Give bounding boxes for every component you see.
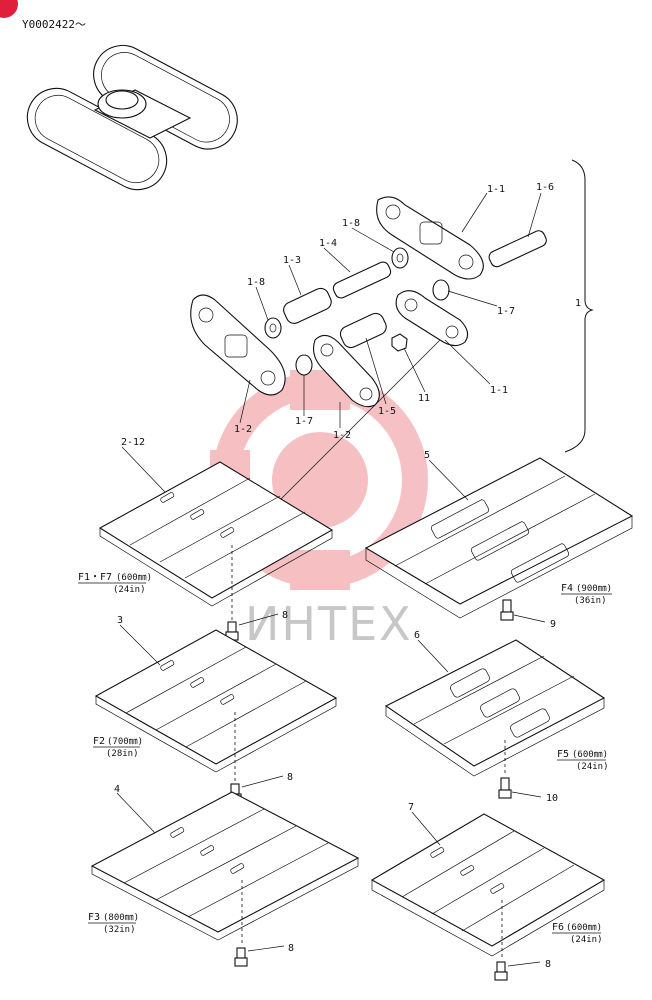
callout-1-2-mid: 1-2 — [333, 430, 351, 441]
callout-8-a: 8 — [282, 610, 288, 621]
shoe-f4-inch: (36in) — [574, 596, 607, 606]
callout-1-1-bottom: 1-1 — [490, 385, 508, 396]
watermark-text: ИНТЕХ — [245, 597, 413, 651]
callout-11: 11 — [418, 393, 430, 404]
callout-1-3: 1-3 — [283, 255, 301, 266]
callout-4: 4 — [114, 784, 120, 795]
shoe-f2-mm: (700㎜) — [107, 737, 143, 747]
track-shoe-f6 — [370, 813, 606, 957]
callout-1: 1 — [575, 298, 581, 309]
shoe-f1-code: F1・F7 — [78, 572, 112, 583]
callout-5: 5 — [424, 450, 430, 461]
callout-1-8-top: 1-8 — [342, 218, 360, 229]
shoe-f6-inch: (24in) — [570, 935, 603, 945]
callout-10: 10 — [546, 793, 558, 804]
callout-1-7-right: 1-7 — [497, 306, 515, 317]
undercarriage-overview — [26, 44, 238, 191]
serial-number: Y0002422～ — [22, 18, 86, 31]
track-shoe-f5 — [384, 639, 606, 777]
track-shoe-f1 — [98, 461, 334, 607]
shoe-f4-code: F4 — [561, 583, 573, 594]
callout-1-2-left: 1-2 — [234, 424, 252, 435]
callout-leaders — [234, 192, 542, 546]
shoe-f6-mm: (600㎜) — [566, 923, 602, 933]
shoe-f5-inch: (24in) — [576, 762, 609, 772]
callout-8-d: 8 — [545, 959, 551, 970]
shoe-f5-mm: (600㎜) — [572, 750, 608, 760]
callout-8-b: 8 — [287, 772, 293, 783]
callout-1-4: 1-4 — [319, 238, 337, 249]
shoe-f1-inch: (24in) — [113, 585, 146, 595]
shoe-f3-inch: (32in) — [103, 925, 136, 935]
callout-1-1-top: 1-1 — [487, 184, 505, 195]
track-shoe-f2 — [94, 629, 338, 773]
callout-1-8-left: 1-8 — [247, 277, 265, 288]
shoe-f2-inch: (28in) — [106, 749, 139, 759]
callout-2-12: 2-12 — [121, 437, 145, 448]
shoe-f2-code: F2 — [93, 736, 105, 747]
shoe-f4-mm: (900㎜) — [576, 584, 612, 594]
callout-9: 9 — [550, 619, 556, 630]
bolt-8-bottom-left — [234, 947, 248, 967]
bolt-10 — [498, 777, 512, 799]
callout-1-5: 1-5 — [378, 406, 396, 417]
callout-1-6: 1-6 — [536, 182, 554, 193]
track-shoe-f4 — [364, 457, 634, 619]
shoe-f6-code: F6 — [552, 922, 564, 933]
callout-6: 6 — [414, 630, 420, 641]
callout-8-c: 8 — [288, 943, 294, 954]
assembly-bracket — [564, 159, 594, 453]
callout-7: 7 — [408, 802, 414, 813]
callout-3: 3 — [117, 615, 123, 626]
track-shoe-f3 — [90, 791, 360, 941]
shoe-f1-mm: (600㎜) — [116, 573, 152, 583]
shoe-f3-code: F3 — [88, 912, 100, 923]
shoe-f5-code: F5 — [557, 749, 569, 760]
bolt-8-bottom-right — [494, 961, 508, 981]
corner-badge — [0, 0, 18, 18]
shoe-f3-mm: (800㎜) — [103, 913, 139, 923]
bolt-9 — [500, 599, 514, 621]
callout-1-7-left: 1-7 — [295, 416, 313, 427]
link-assembly — [190, 196, 547, 408]
